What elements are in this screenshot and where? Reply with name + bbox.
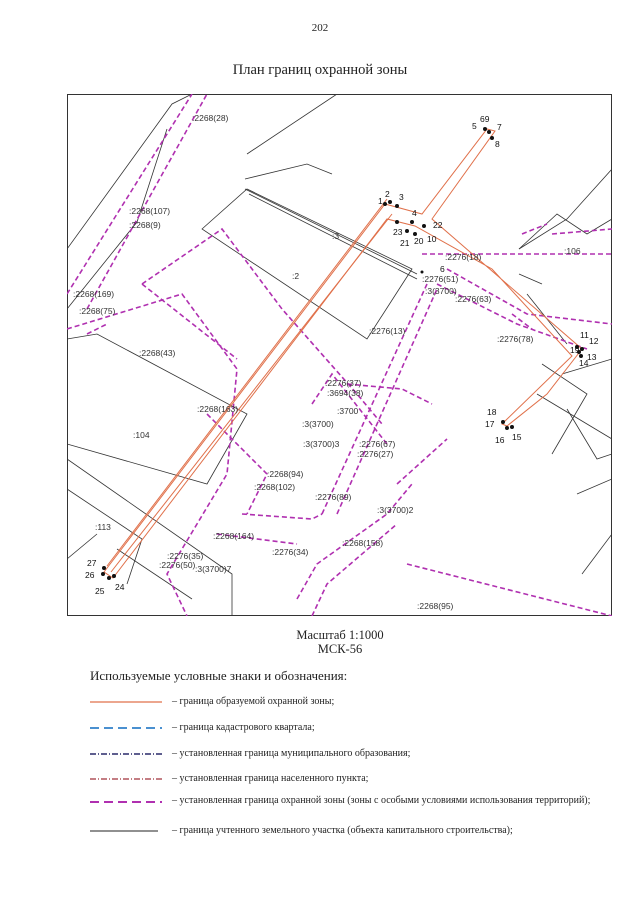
point-label: 23 (393, 227, 403, 237)
legend-symbol (90, 801, 162, 803)
point-label: 8 (495, 139, 500, 149)
parcel-label: :2268(9) (129, 220, 161, 230)
parcel-label: :3(3700)2 (377, 505, 414, 515)
point-label: 26 (85, 570, 95, 580)
parcel-label: :2276(18) (445, 252, 482, 262)
legend-symbol (90, 701, 162, 703)
parcel-label: :2276(35) (167, 551, 204, 561)
point-label: 3 (399, 192, 404, 202)
point-label: 17 (485, 419, 495, 429)
parcel-label: :3 (332, 231, 339, 241)
legend-text: – установленная граница охранной зоны (з… (172, 795, 591, 806)
parcel-label: :2276(78) (497, 334, 534, 344)
point-label: 6 (440, 264, 445, 274)
legend-item-settlement-boundary: – установленная граница населенного пунк… (90, 773, 610, 787)
map-scale: Масштаб 1:1000 МСК-56 (240, 628, 440, 656)
parcel-label: :113 (95, 522, 111, 532)
point-label: 21 (400, 238, 410, 248)
legend-symbol (90, 753, 162, 755)
parcel-label: :2276(34) (272, 547, 309, 557)
cadastral-map: :2268(28) :2268(107) :2268(9) :2268(169)… (67, 94, 612, 616)
point-label: 4 (412, 208, 417, 218)
plan-title: План границ охранной зоны (232, 62, 408, 78)
legend-item-land-parcel: – граница учтенного земельного участка (… (90, 825, 610, 839)
point-label: 20 (414, 236, 424, 246)
legend-text: – граница учтенного земельного участка (… (172, 825, 513, 836)
parcel-label: :2268(95) (417, 601, 454, 611)
parcel-label: :2276(50) (159, 560, 196, 570)
parcel-label: :3(3700)7 (195, 564, 232, 574)
point-label: 11 (580, 330, 589, 340)
parcel-label: :2276(27) (357, 449, 394, 459)
point-label: 2 (385, 189, 390, 199)
parcel-label: :104 (133, 430, 150, 440)
legend-symbol (90, 727, 162, 729)
point-label: 14 (579, 358, 589, 368)
parcel-label: :3694(38) (327, 388, 364, 398)
parcel-label: :2276(89) (315, 492, 352, 502)
boundary-points (101, 127, 584, 580)
protection-zone-boundaries (67, 94, 612, 616)
parcel-label: :2268(164) (213, 531, 254, 541)
legend-text: – установленная граница муниципального о… (172, 748, 411, 759)
parcel-label: :106 (564, 246, 581, 256)
parcel-label: :3(3700) (302, 419, 334, 429)
parcel-boundaries (67, 94, 612, 616)
legend-symbol (90, 830, 158, 832)
point-label: 16 (495, 435, 505, 445)
parcel-label: :2276(37) (325, 378, 362, 388)
legend-text: – граница образуемой охранной зоны; (172, 696, 335, 707)
point-label: 13 (587, 352, 597, 362)
parcel-label: :2276(13) (369, 326, 406, 336)
legend-item-municipal-boundary: – установленная граница муниципального о… (90, 748, 610, 762)
parcel-label: :2 (292, 271, 299, 281)
point-labels: 5 69 7 8 1 2 3 4 23 22 21 20 10 6 11 12 … (85, 114, 599, 596)
point-label: 25 (95, 586, 105, 596)
point-label: 24 (115, 582, 125, 592)
point-label: 18 (487, 407, 497, 417)
parcel-label: :2268(102) (254, 482, 295, 492)
parcel-label: :2268(75) (79, 306, 116, 316)
legend-symbol (90, 778, 162, 780)
legend-item-protection-zone: – установленная граница охранной зоны (з… (90, 795, 610, 821)
legend-text: – граница кадастрового квартала; (172, 722, 315, 733)
legend-item-cadastral-quarter: – граница кадастрового квартала; (90, 722, 610, 736)
point-label: 69 (480, 114, 490, 124)
parcel-label: :3(3700) (425, 286, 457, 296)
point-label: 10 (427, 234, 437, 244)
point-label: 12 (589, 336, 599, 346)
point-label: 27 (87, 558, 97, 568)
parcel-label: :2276(51) (422, 274, 459, 284)
parcel-label: :2276(67) (359, 439, 396, 449)
legend-title: Используемые условные знаки и обозначени… (90, 668, 348, 683)
point-label: 22 (433, 220, 443, 230)
coordinate-system: МСК-56 (317, 642, 363, 656)
parcel-label: :2268(163) (197, 404, 238, 414)
point-label: 1 (378, 196, 383, 206)
parcel-labels: :2268(28) :2268(107) :2268(9) :2268(169)… (73, 113, 581, 611)
parcel-label: :2268(169) (73, 289, 114, 299)
parcel-label: :2268(158) (342, 538, 383, 548)
parcel-label: :2276(63) (455, 294, 492, 304)
parcel-label: :2268(28) (192, 113, 229, 123)
map-frame: :2268(28) :2268(107) :2268(9) :2268(169)… (67, 94, 612, 616)
parcel-label: :2268(107) (129, 206, 170, 216)
parcel-label: :3(3700)3 (303, 439, 340, 449)
proposed-protection-zone (103, 128, 583, 579)
parcel-label: :3700 (337, 406, 359, 416)
page-number: 202 (311, 22, 329, 34)
point-label: 15 (512, 432, 522, 442)
point-label: 7 (497, 122, 502, 132)
parcel-label: :2268(43) (139, 348, 176, 358)
legend-item-proposed-zone: – граница образуемой охранной зоны; (90, 696, 610, 710)
point-label: 5 (472, 121, 477, 131)
parcel-label: :2268(94) (267, 469, 304, 479)
legend-text: – установленная граница населенного пунк… (172, 773, 369, 784)
point-label: 19 (570, 345, 580, 355)
scale-text: Масштаб 1:1000 (296, 628, 384, 642)
